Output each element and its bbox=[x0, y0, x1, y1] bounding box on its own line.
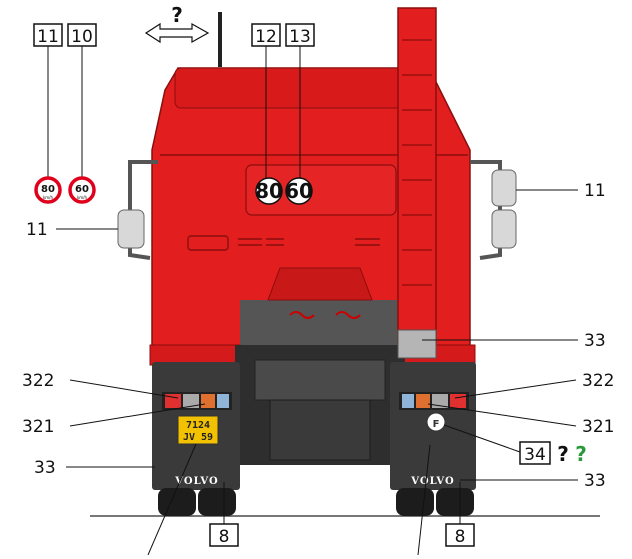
exhaust-stack bbox=[397, 7, 437, 344]
rear-vents bbox=[187, 235, 380, 251]
leader-322-left bbox=[69, 379, 179, 399]
leader-flap-bottom bbox=[417, 444, 431, 556]
label-322-right: 322 bbox=[582, 371, 614, 391]
box-label-13: 13 bbox=[285, 23, 315, 47]
box-label-10-top: 10 bbox=[67, 23, 97, 47]
label-321-left: 321 bbox=[22, 417, 54, 437]
stack-base bbox=[397, 329, 437, 359]
label-33-right-bottom: 33 bbox=[584, 471, 606, 491]
label-321-right: 321 bbox=[582, 417, 614, 437]
label-33-right-mid: 33 bbox=[584, 331, 606, 351]
speed-limit-sign-60: 60 km/h bbox=[68, 176, 96, 204]
nationality-badge-letter: F bbox=[433, 419, 440, 430]
svg-text:12: 12 bbox=[255, 27, 277, 47]
svg-text:11: 11 bbox=[37, 27, 59, 47]
label-11-right: 11 bbox=[584, 181, 606, 201]
top-question-mark: ? bbox=[171, 3, 183, 27]
brand-right-flap: VOLVO bbox=[410, 476, 454, 487]
left-tail-light bbox=[162, 392, 232, 410]
rear-panel-recess bbox=[245, 164, 397, 216]
rear-speed-marks: 80 60 bbox=[255, 177, 313, 205]
right-wheels bbox=[396, 488, 474, 516]
rear-speed-mark-1: 80 bbox=[255, 179, 283, 203]
svg-text:34: 34 bbox=[524, 445, 546, 465]
svg-text:km/h: km/h bbox=[77, 195, 88, 200]
svg-text:km/h: km/h bbox=[43, 195, 54, 200]
cab-roof bbox=[174, 67, 436, 109]
svg-text:13: 13 bbox=[289, 27, 311, 47]
plate-line2: JV 59 bbox=[183, 432, 213, 443]
box-label-8-right: 8 bbox=[445, 523, 475, 547]
box-label-34: 34 bbox=[519, 441, 551, 465]
rear-speed-mark-2: 60 bbox=[285, 179, 313, 203]
rear-crossmember bbox=[254, 359, 386, 401]
leader-34 bbox=[443, 424, 521, 453]
brand-left-flap: VOLVO bbox=[174, 476, 218, 487]
svg-text:10: 10 bbox=[71, 27, 93, 47]
license-plate bbox=[177, 415, 219, 445]
leader-321-right bbox=[427, 403, 577, 427]
right-mirror bbox=[470, 160, 517, 260]
nationality-badge bbox=[426, 412, 446, 432]
coupling-housing bbox=[267, 267, 373, 301]
leader-plate-bottom bbox=[147, 443, 197, 556]
svg-text:60: 60 bbox=[75, 184, 89, 195]
box-label-11-top: 11 bbox=[33, 23, 63, 47]
label-11-left: 11 bbox=[26, 220, 48, 240]
question-black: ? bbox=[557, 442, 569, 466]
label-33-left: 33 bbox=[34, 458, 56, 478]
speed-limit-sign-80: 80 km/h bbox=[34, 176, 62, 204]
box-label-8-left: 8 bbox=[209, 523, 239, 547]
question-green: ? bbox=[575, 442, 587, 466]
differential bbox=[269, 399, 371, 461]
left-mirror bbox=[117, 160, 158, 260]
right-tail-light bbox=[399, 392, 469, 410]
antenna bbox=[218, 12, 222, 67]
label-322-left: 322 bbox=[22, 371, 54, 391]
plate-line1: 7124 bbox=[186, 420, 210, 431]
svg-text:80: 80 bbox=[41, 184, 55, 195]
springs bbox=[289, 311, 361, 319]
stack-rungs bbox=[402, 39, 432, 286]
leader-322-right bbox=[454, 379, 577, 399]
svg-text:8: 8 bbox=[219, 527, 230, 547]
leader-321-left bbox=[69, 403, 206, 427]
box-label-12: 12 bbox=[251, 23, 281, 47]
double-arrow-icon bbox=[144, 22, 210, 44]
svg-text:8: 8 bbox=[455, 527, 466, 547]
